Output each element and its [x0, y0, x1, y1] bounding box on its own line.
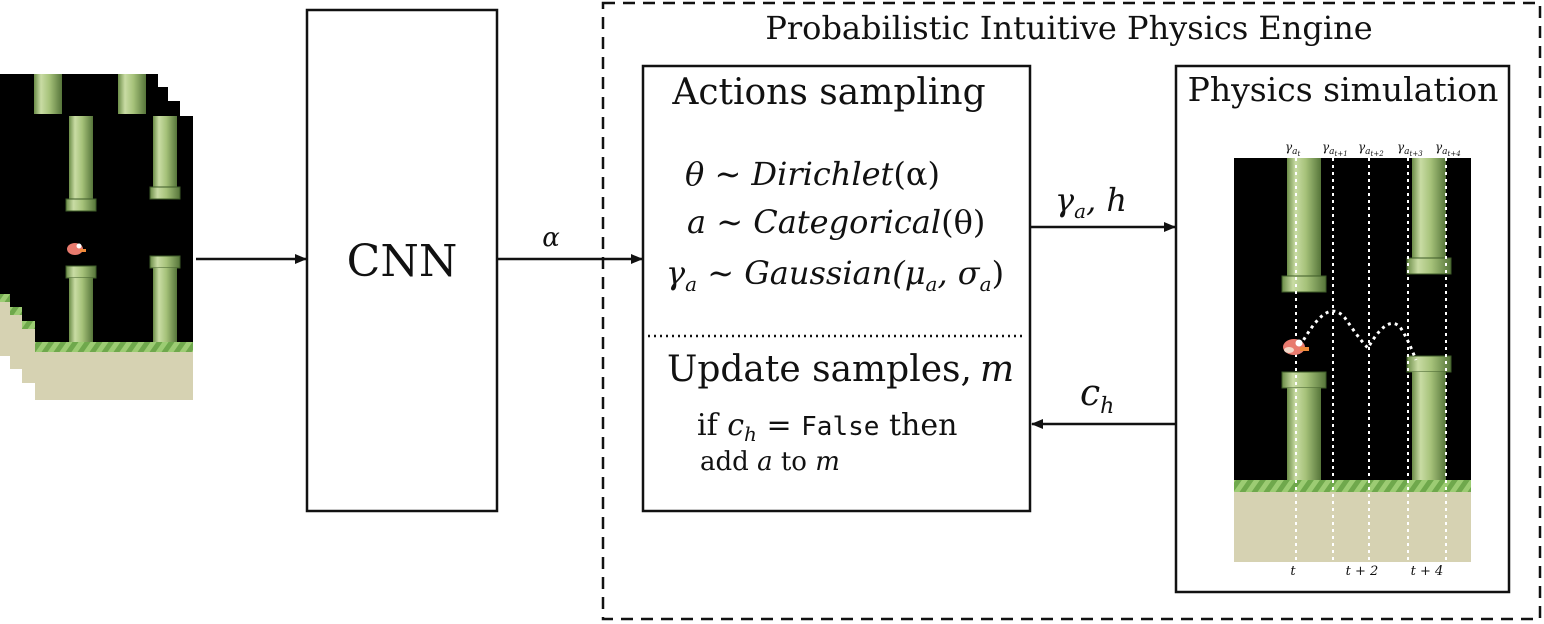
engine-title: Probabilistic Intuitive Physics Engine [765, 9, 1372, 47]
time-label-t2: t + 2 [1346, 564, 1379, 579]
equation-theta: θ ∼ Dirichlet(α) [685, 155, 940, 193]
gamma-time-labels: γat γat+1 γat+2 γat+3 γat+4 [1285, 140, 1461, 158]
gamma-time-label: γat+2 [1358, 140, 1384, 158]
ch-label: ch [1080, 373, 1114, 419]
update-title: Update samples,m [667, 349, 1014, 390]
time-label-t4: t + 4 [1411, 564, 1444, 579]
physics-engine-box [601, 1, 1542, 621]
time-step-labels: t t + 2 t + 4 [1290, 564, 1443, 579]
time-guide-lines [1295, 158, 1447, 562]
cnn-label: CNN [347, 236, 458, 287]
equation-action: a ∼ Categorical(θ) [687, 203, 985, 241]
time-label-t: t [1290, 564, 1296, 579]
physics-title: Physics simulation [1188, 70, 1499, 109]
update-rule-line2: add a to m [700, 447, 840, 477]
gamma-h-label: γa, h [1055, 181, 1127, 223]
update-rule-line1: if ch = False then [697, 408, 957, 446]
alpha-label: α [542, 223, 560, 253]
actions-box [641, 64, 1032, 513]
bird-icon [67, 243, 86, 255]
gamma-time-label: γat [1285, 140, 1301, 158]
cnn-box [305, 8, 499, 513]
simulation-frame [1234, 158, 1471, 562]
actions-title: Actions sampling [671, 72, 985, 113]
gamma-time-label: γat+1 [1322, 140, 1348, 158]
input-frame-front [35, 116, 193, 400]
input-frame-stack [0, 74, 193, 400]
equation-gamma: γa ∼ Gaussian(μa, σa) [666, 254, 1004, 296]
bird-icon [1283, 339, 1309, 355]
gamma-time-label: γat+4 [1435, 140, 1461, 158]
gamma-time-label: γat+3 [1397, 140, 1423, 158]
